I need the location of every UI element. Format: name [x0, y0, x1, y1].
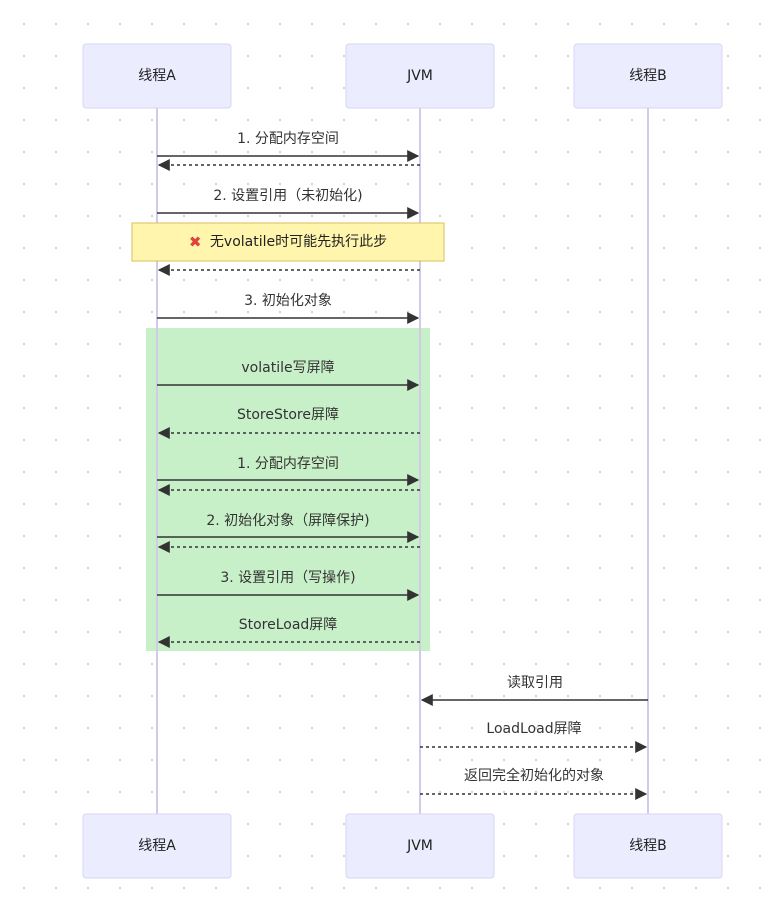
cross-mark-icon: ✖	[189, 233, 202, 251]
message-10-label: 2. 初始化对象（屏障保护)	[206, 512, 369, 529]
messages-layer: 1. 分配内存空间 2. 设置引用（未初始化) 3. 初始化对象 volatil…	[157, 131, 648, 800]
actor-jvm-bottom: JVM	[345, 813, 495, 879]
message-16-label: 返回完全初始化的对象	[464, 767, 604, 784]
note-box: ✖ 无volatile时可能先执行此步	[131, 222, 445, 262]
actor-jvm-top-label: JVM	[406, 68, 433, 84]
actor-thread-a-bottom: 线程A	[82, 813, 232, 879]
message-6-label: volatile写屏障	[241, 360, 334, 376]
message-5-label: 3. 初始化对象	[244, 292, 332, 309]
message-15-label: LoadLoad屏障	[486, 721, 581, 737]
svg-text:✖ 无volatile时可能先执行此步: ✖ 无volatile时可能先执行此步	[189, 233, 387, 251]
message-8-label: 1. 分配内存空间	[237, 456, 339, 472]
actor-thread-b-bottom: 线程B	[573, 813, 723, 879]
actor-thread-b-top: 线程B	[573, 43, 723, 109]
message-1-label: 1. 分配内存空间	[237, 131, 339, 147]
actor-jvm-bottom-label: JVM	[406, 838, 433, 854]
actor-thread-a-bottom-label: 线程A	[138, 838, 176, 854]
message-7-label: StoreStore屏障	[237, 407, 339, 423]
note-text: 无volatile时可能先执行此步	[210, 234, 387, 250]
message-12-label: 3. 设置引用（写操作)	[220, 570, 355, 586]
message-14-label: 读取引用	[507, 674, 563, 691]
actor-thread-a-top: 线程A	[82, 43, 232, 109]
actor-thread-a-top-label: 线程A	[138, 68, 176, 84]
actor-thread-b-top-label: 线程B	[629, 68, 667, 84]
actor-jvm-top: JVM	[345, 43, 495, 109]
message-13-label: StoreLoad屏障	[239, 617, 338, 633]
message-3-label: 2. 设置引用（未初始化)	[213, 187, 362, 204]
actor-thread-b-bottom-label: 线程B	[629, 838, 667, 854]
